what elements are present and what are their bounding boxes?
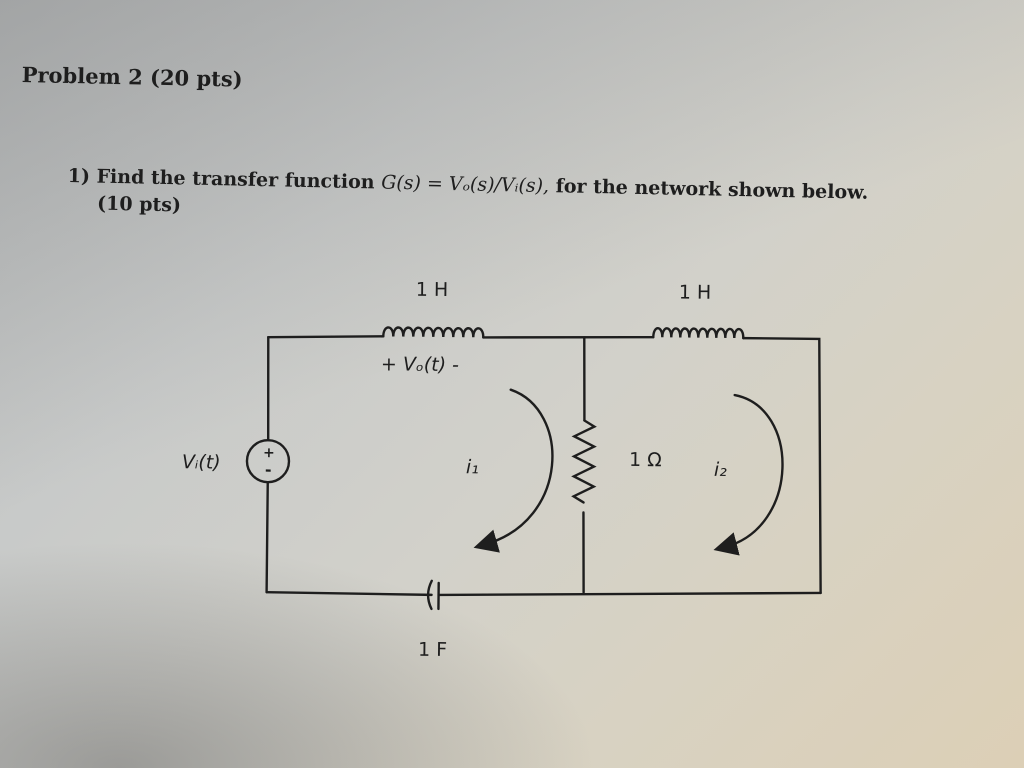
wire-left-upper xyxy=(266,335,270,442)
output-voltage-label: + Vₒ(t) - xyxy=(381,353,459,376)
wire-top-middle xyxy=(482,335,655,339)
loop-current-1-arrow xyxy=(473,388,554,553)
loop-current-2-label: i₂ xyxy=(714,459,728,481)
wire-middle-upper xyxy=(583,336,586,422)
inductor-left-label: 1 H xyxy=(416,279,449,301)
source-minus-sign: - xyxy=(265,460,272,479)
resistor-label: 1 Ω xyxy=(629,449,662,471)
wire-bottom-left xyxy=(265,590,433,597)
inductor-right-label: 1 H xyxy=(679,281,712,303)
resistor xyxy=(571,419,597,504)
source-plus-sign: + xyxy=(263,445,275,461)
inductor-right xyxy=(652,327,745,340)
wire-left-lower xyxy=(265,480,269,594)
loop-current-1-label: i₁ xyxy=(466,456,479,478)
loop-current-2-arrow xyxy=(713,393,784,556)
wire-middle-lower xyxy=(582,511,585,594)
inductor-left xyxy=(382,326,485,339)
capacitor-plate-curved xyxy=(426,579,433,611)
wire-bottom-right xyxy=(437,591,822,597)
wire-top-left xyxy=(267,335,385,339)
wire-top-right xyxy=(742,336,822,595)
voltage-source xyxy=(245,438,291,484)
capacitor-label: 1 F xyxy=(418,639,447,661)
source-voltage-label: Vᵢ(t) xyxy=(182,451,221,473)
